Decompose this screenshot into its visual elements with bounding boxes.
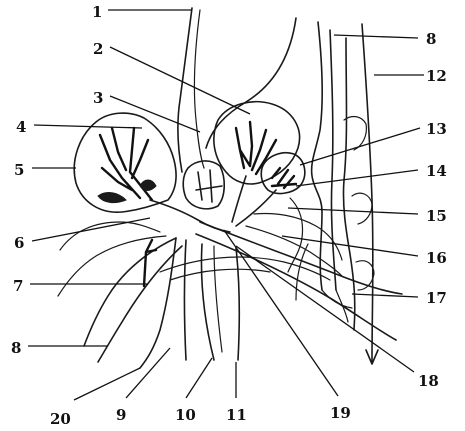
small-branch-7 (144, 240, 156, 286)
label-14: 14 (426, 162, 447, 180)
label-6: 6 (14, 234, 24, 252)
label-20: 20 (50, 410, 71, 428)
label-7: 7 (13, 277, 23, 295)
label-4: 4 (16, 118, 26, 136)
leader-line-14 (296, 170, 418, 186)
small-lobule-ducts (272, 168, 296, 188)
label-19: 19 (330, 404, 351, 422)
long-vessel-top (178, 8, 192, 172)
leader-line-17 (352, 294, 418, 297)
right-tube-ring-2 (352, 193, 372, 224)
number-labels: 1 2 3 4 5 6 7 8 8 9 10 11 12 13 14 15 16… (11, 3, 447, 428)
label-8-left: 8 (11, 339, 21, 357)
label-2: 2 (93, 40, 103, 58)
right-tube-outer-right (362, 24, 373, 362)
right-connector-1 (246, 226, 342, 276)
trunk-mid-2 (214, 246, 222, 352)
central-duct-right (232, 176, 246, 222)
leader-line-10 (186, 358, 212, 398)
label-1: 1 (92, 3, 102, 21)
label-12: 12 (426, 67, 447, 85)
label-11: 11 (226, 406, 247, 424)
leader-line-6 (32, 218, 150, 241)
right-lobule-ducts (236, 122, 276, 174)
leader-line-20 (74, 368, 140, 400)
label-16: 16 (426, 249, 447, 267)
label-8-right: 8 (426, 30, 436, 48)
lower-left-vessel-2 (98, 246, 182, 362)
right-tube-outer-left (312, 22, 323, 290)
leader-line-18 (236, 246, 414, 372)
trunk-right (236, 248, 239, 360)
left-lobule-dark-1 (98, 193, 126, 203)
diagram-drawing (58, 8, 402, 368)
lower-left-vessel-1 (84, 238, 176, 346)
trunk-mid (202, 244, 215, 360)
right-tube-ring-3 (356, 261, 374, 290)
label-15: 15 (426, 207, 447, 225)
leader-line-15 (288, 208, 418, 214)
right-tube-middle (343, 38, 354, 330)
label-3: 3 (93, 89, 103, 107)
right-tube-left-inner (330, 30, 336, 290)
label-13: 13 (426, 120, 447, 138)
label-9: 9 (116, 406, 126, 424)
left-lobule-dark-2 (140, 180, 156, 191)
leader-line-13 (300, 128, 420, 165)
trunk-left-2 (185, 240, 187, 360)
leader-line-4 (34, 125, 142, 128)
label-17: 17 (426, 289, 447, 307)
central-duct-small (236, 190, 276, 226)
diagonal-duct-upper (200, 222, 402, 294)
label-5: 5 (14, 161, 24, 179)
hub-channel (196, 170, 222, 202)
label-10: 10 (175, 406, 196, 424)
label-18: 18 (418, 372, 439, 390)
right-connector-2 (254, 214, 342, 261)
